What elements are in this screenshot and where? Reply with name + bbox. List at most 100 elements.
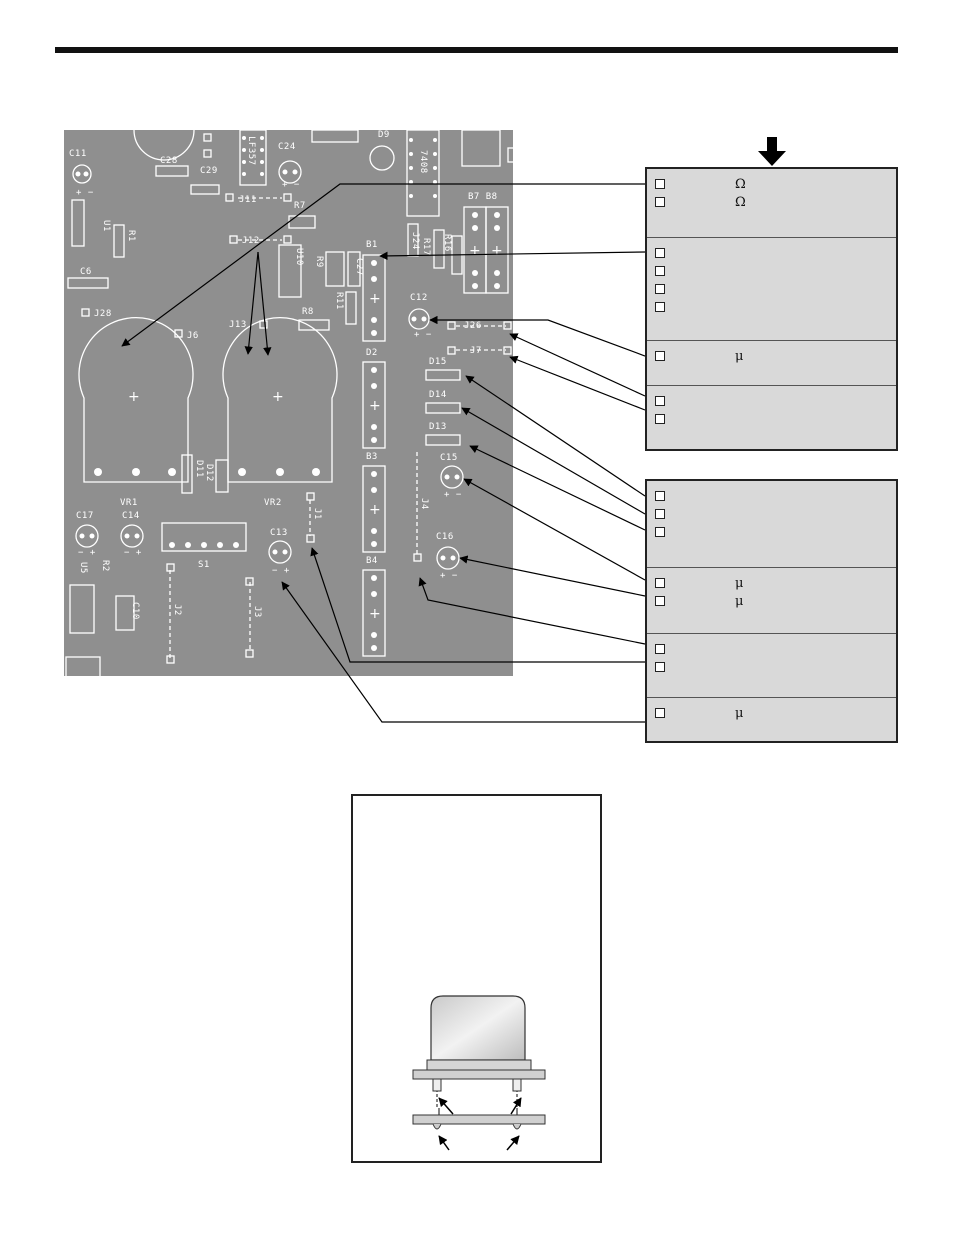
panel1-section-4: [647, 386, 896, 448]
unit-symbol: Ω: [735, 176, 746, 192]
checklist-row: μ: [655, 704, 888, 722]
label-c14: C14: [122, 511, 140, 521]
checklist-row: [655, 487, 888, 505]
checklist-row: [655, 244, 888, 262]
inset-figure: [351, 794, 602, 1163]
label-j7: J7: [470, 346, 482, 356]
panel2-section-3: [647, 634, 896, 698]
label-b4: B4: [366, 556, 378, 566]
label-b3: B3: [366, 452, 378, 462]
label-b1: B1: [366, 240, 378, 250]
label-d2: D2: [366, 348, 378, 358]
label-r9: R9: [314, 256, 324, 268]
label-s1: S1: [198, 560, 210, 570]
checkbox[interactable]: [655, 351, 665, 361]
checkbox[interactable]: [655, 396, 665, 406]
pcb-silkscreen: + + + + + + + +: [65, 130, 513, 676]
checkbox[interactable]: [655, 708, 665, 718]
label-r7: R7: [294, 201, 306, 211]
label-c17-polarity: − +: [78, 548, 96, 558]
pcb-lower: [412, 1114, 546, 1125]
top-rule: [55, 47, 898, 53]
checkbox[interactable]: [655, 197, 665, 207]
label-d14: D14: [429, 390, 447, 400]
pot-plus-vr1: +: [128, 389, 140, 405]
checklist-row: [655, 505, 888, 523]
checkbox[interactable]: [655, 179, 665, 189]
label-c11-polarity: + −: [76, 188, 94, 198]
label-j24: J24: [410, 232, 420, 250]
label-u5: U5: [78, 562, 88, 574]
panel1-section-3: μ: [647, 341, 896, 386]
label-c10: C10: [130, 602, 140, 620]
panel2-section-1: [647, 481, 896, 568]
checkbox[interactable]: [655, 662, 665, 672]
parts-panel-2: μ μ μ: [645, 479, 898, 743]
label-r17: R17: [421, 238, 431, 256]
checklist-row: [655, 640, 888, 658]
checkbox[interactable]: [655, 644, 665, 654]
label-vr2: VR2: [264, 498, 282, 508]
label-c28: C28: [160, 156, 178, 166]
pot-plus-vr2: +: [272, 389, 284, 405]
label-7408: 7408: [418, 150, 428, 174]
label-d15: D15: [429, 357, 447, 367]
label-r1: R1: [126, 230, 136, 242]
label-u1: U1: [101, 220, 111, 232]
pcb-board: + + + + + + + + C11 + − C28 C29 LF357 C2…: [64, 130, 513, 676]
checklist-row: [655, 658, 888, 676]
label-j3: J3: [252, 606, 262, 618]
label-u10: U10: [294, 248, 304, 266]
checkbox[interactable]: [655, 302, 665, 312]
label-c12: C12: [410, 293, 428, 303]
label-j1: J1: [312, 508, 322, 520]
label-r11: R11: [334, 292, 344, 310]
b7-plus: +: [469, 243, 481, 259]
label-r16: R16: [442, 234, 452, 252]
checklist-row: μ: [655, 592, 888, 610]
checkbox[interactable]: [655, 527, 665, 537]
label-c11: C11: [69, 149, 87, 159]
crystal-can: [430, 995, 526, 1061]
label-c15-polarity: + −: [444, 490, 462, 500]
label-c13-polarity: − +: [272, 566, 290, 576]
label-d12: D12: [204, 464, 214, 482]
checklist-row: [655, 523, 888, 541]
label-j12: J12: [242, 236, 260, 246]
unit-symbol: μ: [735, 348, 744, 364]
checklist-row: Ω: [655, 175, 888, 193]
b1-plus: +: [369, 291, 381, 307]
label-c13: C13: [270, 528, 288, 538]
checkbox[interactable]: [655, 491, 665, 501]
unit-symbol: μ: [735, 575, 744, 591]
checkbox[interactable]: [655, 596, 665, 606]
label-c24: C24: [278, 142, 296, 152]
label-j13: J13: [229, 320, 247, 330]
b3-plus: +: [369, 502, 381, 518]
panel2-section-2: μ μ: [647, 568, 896, 634]
down-arrow-icon: [758, 137, 786, 166]
checkbox[interactable]: [655, 248, 665, 258]
checkbox[interactable]: [655, 266, 665, 276]
label-d11: D11: [194, 460, 204, 478]
label-vr1: VR1: [120, 498, 138, 508]
checkbox[interactable]: [655, 284, 665, 294]
label-j26: J26: [464, 321, 482, 331]
checklist-row: [655, 262, 888, 280]
checklist-row: [655, 392, 888, 410]
unit-symbol: μ: [735, 705, 744, 721]
label-c15: C15: [440, 453, 458, 463]
unit-symbol: μ: [735, 593, 744, 609]
label-c16-polarity: + −: [440, 571, 458, 581]
panel2-section-4: μ: [647, 698, 896, 740]
checklist-row: [655, 410, 888, 428]
unit-symbol: Ω: [735, 194, 746, 210]
crystal-mounting-drawing: [412, 995, 546, 1151]
checkbox[interactable]: [655, 509, 665, 519]
checkbox[interactable]: [655, 578, 665, 588]
d2-plus: +: [369, 398, 381, 414]
label-j11: J11: [239, 195, 257, 205]
checkbox[interactable]: [655, 414, 665, 424]
label-c6: C6: [80, 267, 92, 277]
b4-plus: +: [369, 606, 381, 622]
